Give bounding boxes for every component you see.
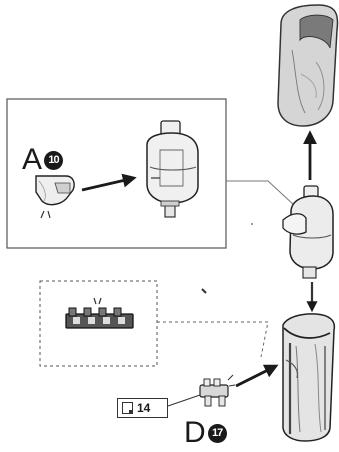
part-letter-d: D	[184, 416, 206, 449]
speck-mark	[201, 223, 253, 294]
gate-mark-d17-piece	[227, 374, 236, 387]
middle-torso-assembly	[282, 185, 334, 279]
part-number-10: 10	[44, 150, 64, 170]
arrow-d17-to-lower-body	[235, 364, 279, 388]
page-reference-box: 14	[117, 398, 168, 418]
page-reference-number: 14	[137, 401, 151, 415]
part-d17-piece	[167, 378, 229, 407]
lower-body-part	[282, 313, 336, 442]
part-number-17: 17	[207, 423, 227, 443]
gate-mark-a10	[40, 210, 51, 219]
gate-mark-d17	[93, 297, 102, 305]
part-label-d17: D 17	[184, 418, 227, 448]
part-a10-piece	[35, 175, 75, 206]
part-letter-a: A	[22, 143, 43, 176]
upper-shell-part	[277, 4, 339, 127]
arrow-a10-to-torso	[81, 173, 137, 192]
inset-torso-part	[146, 120, 199, 218]
page-icon	[122, 402, 133, 414]
part-d17-sprue-detail	[65, 307, 134, 329]
part-label-a10: A 10	[22, 143, 64, 176]
